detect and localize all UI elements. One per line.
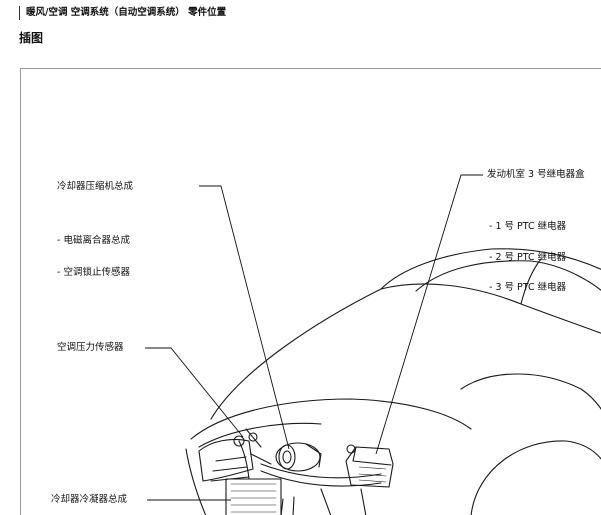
label-compressor: 冷却器压缩机总成 — [57, 181, 133, 193]
wheel-arch — [471, 441, 601, 515]
leader-pressure-sensor — [145, 348, 243, 437]
label-ptc-relay-2: - 2 号 PTC 继电器 — [489, 252, 566, 264]
label-lock-sensor: - 空调锁止传感器 — [57, 267, 130, 279]
illustration-frame: 冷却器压缩机总成 - 电磁离合器总成 - 空调锁止传感器 空调压力传感器 冷却器… — [20, 68, 601, 515]
label-condenser: 冷却器冷凝器总成 — [51, 494, 127, 506]
leader-compressor — [199, 186, 289, 449]
fender-right — [461, 374, 601, 429]
bumper — [186, 449, 206, 515]
hood-outline — [211, 284, 601, 419]
breadcrumb: 暖风/空调 空调系统（自动空调系统） 零件位置 — [19, 6, 226, 20]
label-magnetic-clutch: - 电磁离合器总成 — [57, 235, 130, 247]
grille-lines — [211, 457, 249, 481]
leader-relay-box — [376, 175, 483, 454]
condenser-core — [226, 479, 281, 515]
pressure-sensor-pipe — [239, 441, 249, 479]
label-ptc-relay-1: - 1 号 PTC 继电器 — [489, 221, 566, 233]
ac-pipe — [261, 464, 381, 478]
section-title: 插图 — [19, 30, 43, 46]
label-ptc-relay-3: - 3 号 PTC 继电器 — [489, 282, 566, 294]
label-relay-block: 发动机室 3 号继电器盒 — [487, 169, 585, 181]
headlight — [199, 439, 253, 481]
label-pressure-sensor: 空调压力传感器 — [57, 342, 124, 354]
